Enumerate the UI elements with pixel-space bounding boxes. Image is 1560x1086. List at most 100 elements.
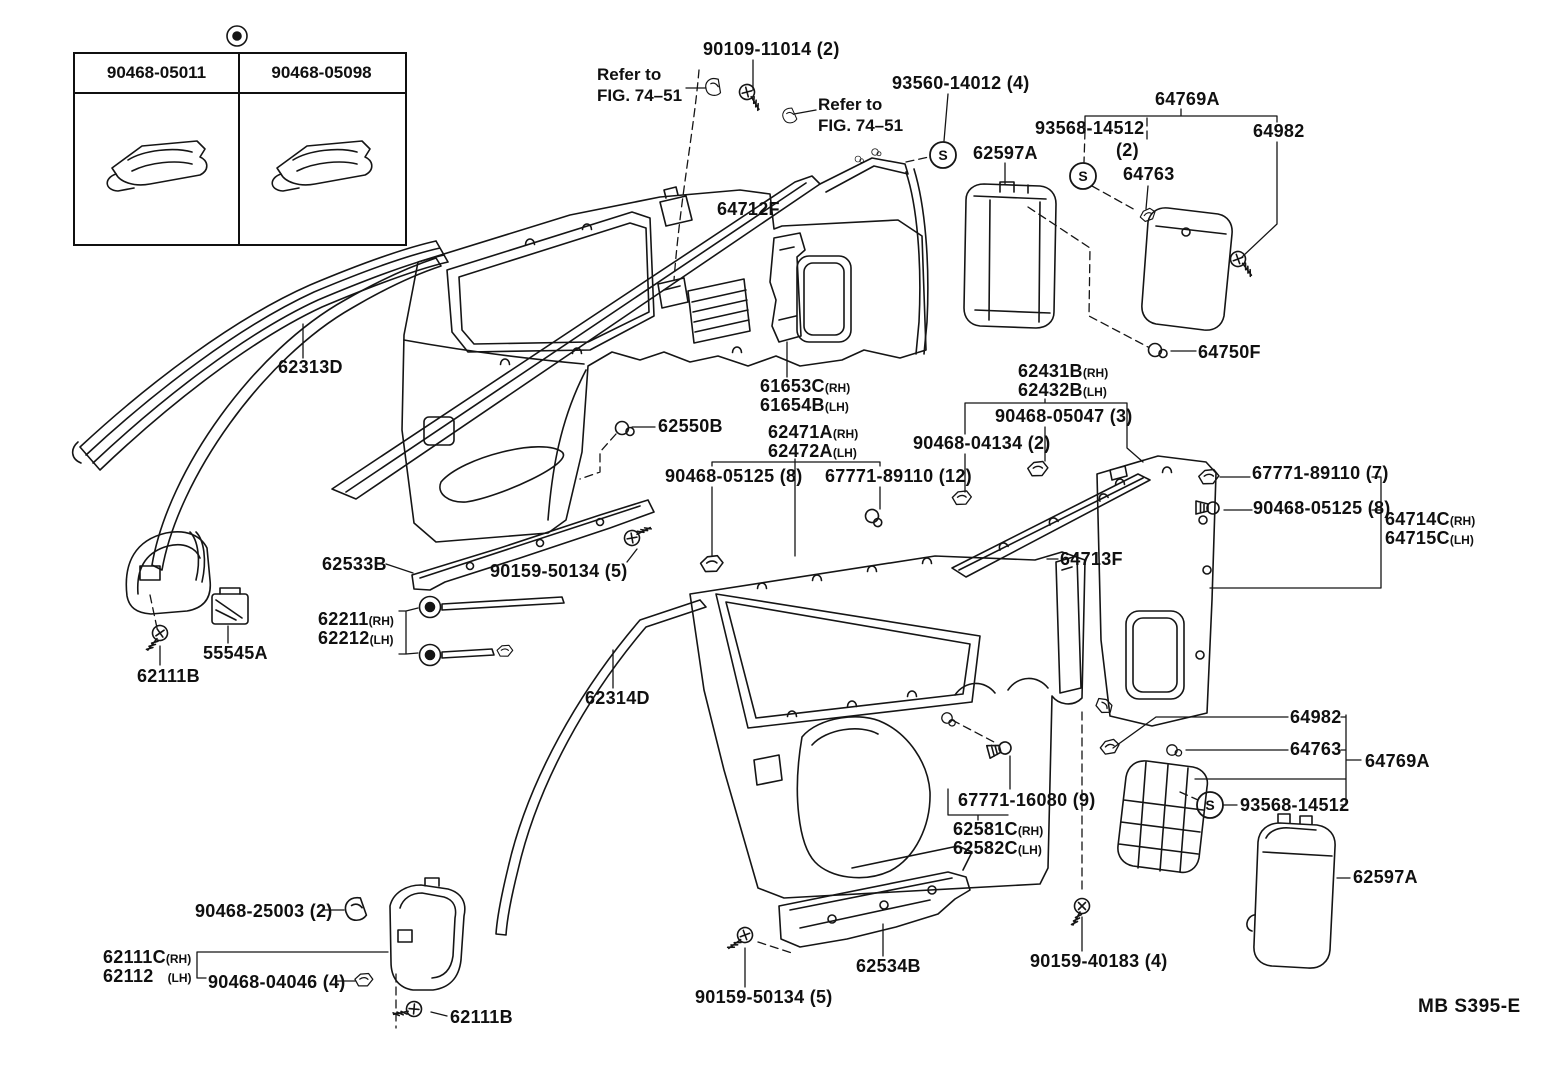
screw-icon xyxy=(726,922,756,957)
part-label-93568-14512-bottom: 93568-14512 xyxy=(1240,795,1350,815)
plate-55545a xyxy=(211,587,249,625)
pillar-garnish-62314d xyxy=(495,599,707,936)
part-label-90468-04046: 90468-04046 (4) xyxy=(208,972,346,992)
small-hole xyxy=(423,416,455,446)
vent-grille-64769a xyxy=(1117,760,1209,874)
part-label-64982-bottom: 64982 xyxy=(1290,707,1342,727)
part-label-64750f: 64750F xyxy=(1198,342,1261,362)
side-suffix: (RH) xyxy=(165,952,192,966)
retainer-62533b xyxy=(411,499,655,591)
part-label-64982-top: 64982 xyxy=(1253,121,1305,141)
roof-garnish-62471a xyxy=(331,175,821,500)
note-line: Refer to xyxy=(597,65,662,84)
bracket-61653c xyxy=(769,232,806,343)
sub-panel-window-inner xyxy=(803,262,845,336)
hole xyxy=(535,538,545,548)
clip-icon xyxy=(950,488,974,508)
part-label-62111b-bottom: 62111B xyxy=(450,1007,513,1027)
hole xyxy=(927,885,937,895)
part-label-62111b-top: 62111B xyxy=(137,666,200,686)
part-code: 62211 xyxy=(318,609,369,629)
vent-grille xyxy=(687,278,751,344)
speaker-bulge xyxy=(796,716,931,879)
part-label-62550b: 62550B xyxy=(658,416,723,436)
label-row: 62112(LH) xyxy=(103,966,192,987)
part-label-93568-qty: (2) xyxy=(1116,140,1139,160)
panel-nub xyxy=(1202,565,1212,575)
clip-icon xyxy=(698,553,726,575)
part-code: 64715C xyxy=(1385,528,1450,548)
hole xyxy=(827,914,837,924)
side-suffix: (LH) xyxy=(1082,385,1107,399)
part-label-62431b-62432b: 62431B(RH) 62432B(LH) xyxy=(1018,362,1109,401)
screw-icon xyxy=(1225,248,1260,278)
figure-reference-note-2: Refer to FIG. 74–51 xyxy=(818,94,903,136)
side-suffix: (RH) xyxy=(824,381,851,395)
sail-panel-edge xyxy=(905,168,929,355)
part-code: 62471A xyxy=(768,422,833,442)
roof-garnish-end xyxy=(819,157,909,193)
hole xyxy=(1181,227,1191,237)
note-line: Refer to xyxy=(818,95,883,114)
part-label-90159-50134-top: 90159-50134 (5) xyxy=(490,561,628,581)
side-suffix: (LH) xyxy=(1017,843,1042,857)
cover-62597a-bottom xyxy=(1246,813,1336,969)
corner-trim-front xyxy=(125,531,212,615)
hole xyxy=(595,517,605,527)
part-label-61653c-61654b: 61653C(RH) 61654B(LH) xyxy=(760,377,851,416)
part-code: 62112 xyxy=(103,966,154,986)
part-code: 62212 xyxy=(318,628,370,648)
part-label-62313d: 62313D xyxy=(278,357,343,377)
hole xyxy=(465,561,475,571)
clip-icon xyxy=(1197,467,1221,487)
clip-hole-plate xyxy=(657,277,689,309)
table-part-number-2: 90468-05098 xyxy=(271,63,372,82)
s-marker-letters: S S S xyxy=(938,147,1214,813)
small-square-hole xyxy=(753,754,783,786)
note-line: FIG. 74–51 xyxy=(597,86,683,105)
s-marker-text: S xyxy=(1205,797,1214,813)
mould-62211 xyxy=(441,596,565,611)
part-label-90468-05125-left: 90468-05125 (8) xyxy=(665,466,803,486)
corner-trim-hook xyxy=(189,531,206,583)
part-label-90159-40183: 90159-40183 (4) xyxy=(1030,951,1168,971)
part-label-64712f: 64712F xyxy=(717,199,780,219)
screw-icon xyxy=(391,995,426,1028)
corner-trim-62111c xyxy=(389,877,466,991)
clip-icon xyxy=(342,895,368,923)
note-line: FIG. 74–51 xyxy=(818,116,904,135)
part-code: 62582C xyxy=(953,838,1018,858)
pin-icon xyxy=(985,738,1014,759)
part-label-93560-14012: 93560-14012 (4) xyxy=(892,73,1030,93)
s-marker-text: S xyxy=(1078,168,1087,184)
side-suffix: (LH) xyxy=(1449,533,1474,547)
part-label-62581c-62582c: 62581C(RH) 62582C(LH) xyxy=(953,820,1043,859)
upper-panel-window xyxy=(446,211,655,353)
part-label-90109-11014: 90109-11014 (2) xyxy=(703,39,840,59)
side-suffix: (RH) xyxy=(1082,366,1109,380)
part-label-64763-top: 64763 xyxy=(1123,164,1175,184)
clip-icon xyxy=(1026,459,1050,479)
screw-icon xyxy=(1070,897,1091,926)
part-label-64769a-top: 64769A xyxy=(1155,89,1220,109)
trim-strip-62313d xyxy=(71,240,449,471)
part-label-90468-05125-right: 90468-05125 (8) xyxy=(1253,498,1391,518)
bolt-icon xyxy=(734,80,769,112)
part-code: 62432B xyxy=(1018,380,1083,400)
grommet-icon xyxy=(614,420,635,437)
panel-nub xyxy=(1198,515,1208,525)
s-marker-icon xyxy=(929,141,1224,819)
mould-62212 xyxy=(441,648,495,659)
part-label-64713f: 64713F xyxy=(1060,549,1123,569)
part-label-55545a: 55545A xyxy=(203,643,268,663)
sub-panel-window-outer xyxy=(796,255,852,343)
hole xyxy=(879,900,889,910)
label-row: 62471A(RH) xyxy=(768,422,858,443)
table-header-rule xyxy=(75,92,405,94)
grommet-icon xyxy=(862,506,887,529)
side-suffix: (LH) xyxy=(369,633,394,647)
dashed-lines xyxy=(149,69,1199,1029)
clip-icon xyxy=(1092,694,1116,718)
table-part-number-1: 90468-05011 xyxy=(106,63,207,82)
